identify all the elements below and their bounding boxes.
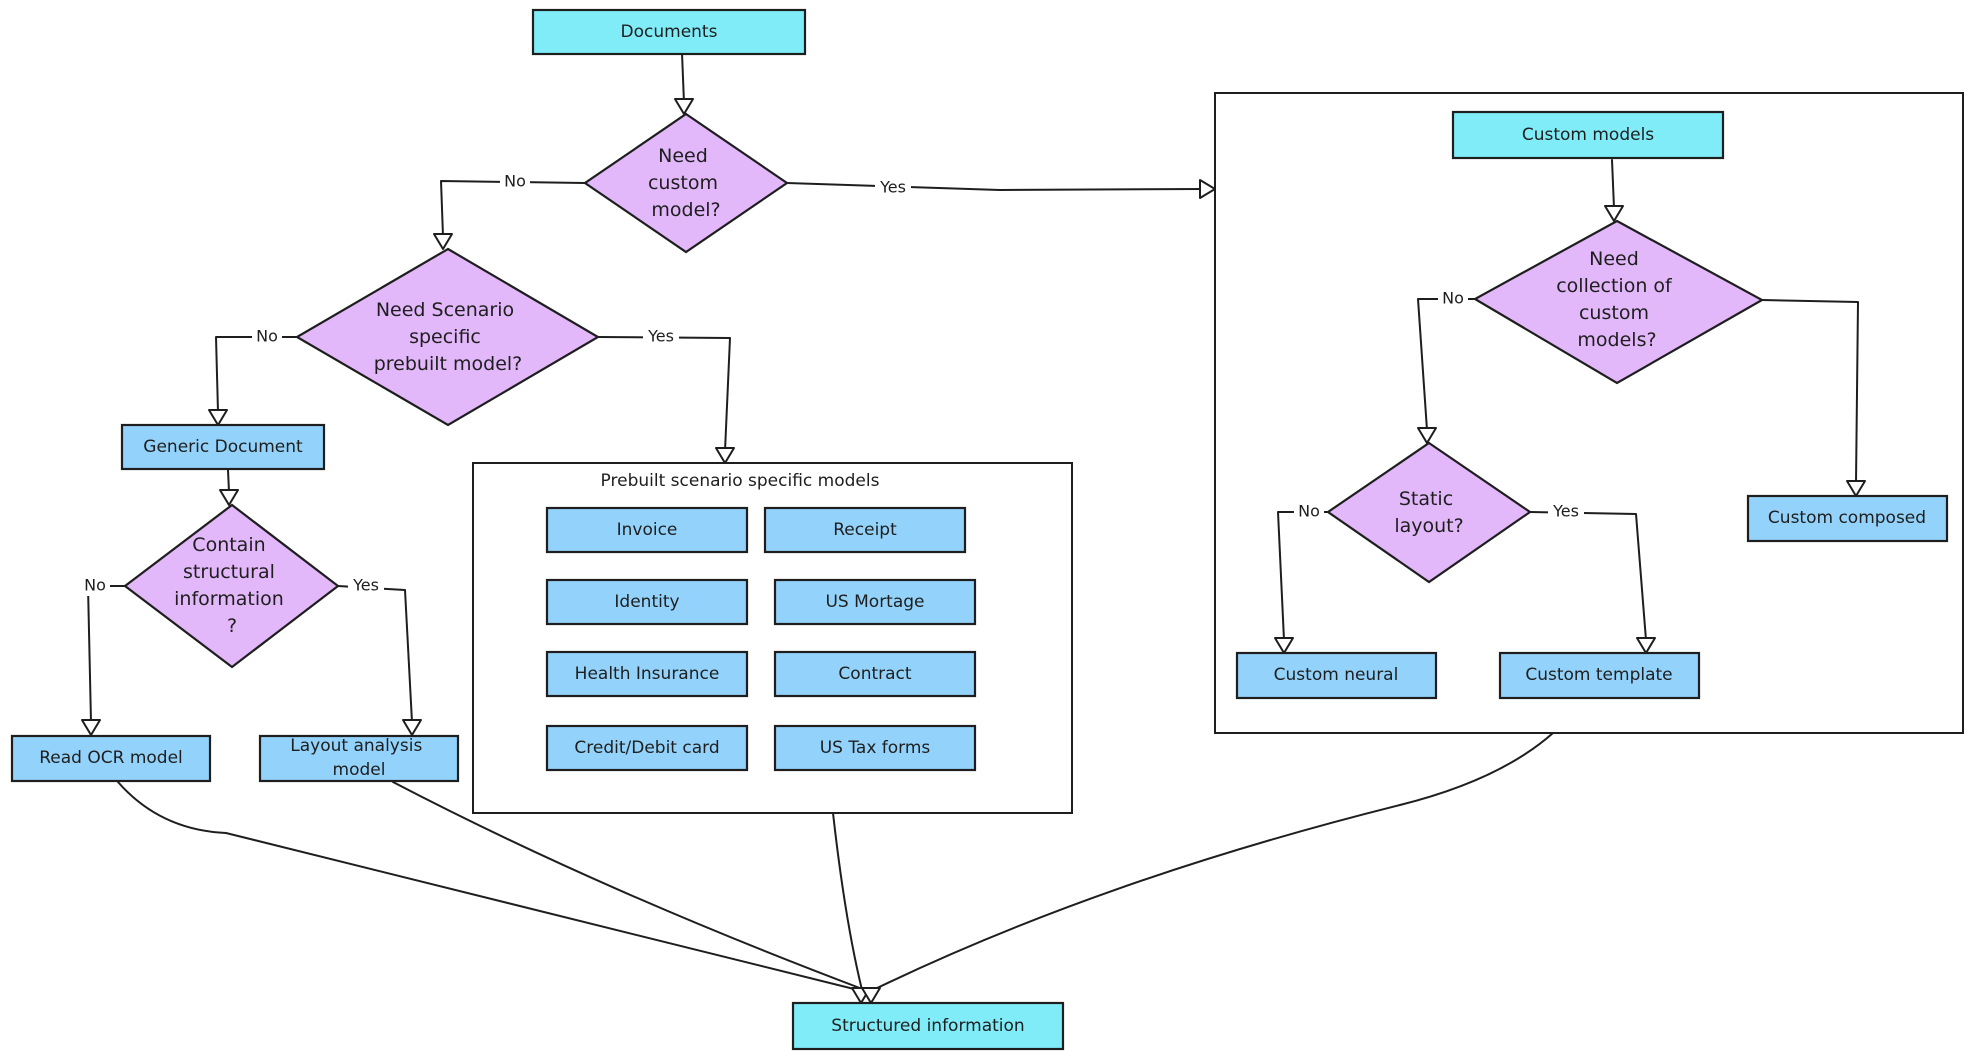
prebuilt-item-health-insurance[interactable] [545, 650, 749, 698]
prebuilt-item-credit-debit-card-label: Credit/Debit card [574, 738, 719, 758]
custom-neural-node[interactable] [1235, 651, 1438, 700]
custom-neural-label: Custom neural [1274, 665, 1399, 685]
layout-analysis-label: Layout analysis model [290, 736, 427, 780]
prebuilt-item-credit-debit-card[interactable] [545, 724, 749, 772]
custom-template-node[interactable] [1498, 651, 1701, 700]
prebuilt-models-grid: Invoice Receipt Identity US Mortage Heal… [545, 506, 977, 772]
custom-models-frame [1214, 92, 1964, 734]
arrowheads [81, 98, 1866, 1004]
prebuilt-item-contract[interactable] [773, 650, 977, 698]
edge-documents-to-need-custom [681, 52, 685, 104]
arrowhead-collection [1604, 205, 1624, 222]
prebuilt-item-identity-label: Identity [614, 592, 679, 612]
edge-label-collection-no: No [1442, 289, 1464, 308]
generic-document-node[interactable] [120, 423, 326, 471]
documents-node[interactable] [531, 8, 807, 56]
edge-custom-frame-to-structured [872, 732, 1554, 991]
edge-label-static-no: No [1298, 502, 1320, 521]
edge-generic-to-contain [227, 469, 230, 493]
prebuilt-item-receipt[interactable] [763, 506, 967, 554]
edge-layout-to-structured [392, 781, 866, 991]
static-layout-decision[interactable] [1326, 441, 1532, 584]
prebuilt-item-us-tax-forms-label: US Tax forms [820, 738, 931, 758]
read-ocr-node[interactable] [10, 734, 212, 783]
generic-document-label: Generic Document [143, 437, 303, 457]
edge-label-static-yes: Yes [1552, 502, 1579, 521]
arrowhead-contain [219, 489, 239, 506]
custom-template-label: Custom template [1525, 665, 1672, 685]
custom-models-label: Custom models [1522, 125, 1654, 145]
contain-structural-decision[interactable] [123, 503, 340, 669]
edge-need-custom-to-scenario [440, 180, 586, 237]
layout-analysis-node[interactable] [258, 734, 460, 783]
edge-collection-to-composed [1761, 299, 1859, 484]
arrowhead-structured-b [861, 987, 881, 1004]
need-custom-model-label: Need custom model? [648, 145, 724, 221]
arrowhead-prebuilt [715, 447, 735, 464]
prebuilt-item-health-insurance-label: Health Insurance [575, 664, 720, 684]
edge-contain-to-layout [337, 585, 413, 723]
arrowhead-generic [208, 409, 228, 426]
edge-contain-to-read-ocr [87, 585, 126, 723]
prebuilt-item-contract-label: Contract [838, 664, 911, 684]
edge-prebuilt-to-structured [832, 812, 863, 991]
edge-label-scenario-yes: Yes [647, 327, 674, 346]
edge-label-structural-yes: Yes [352, 576, 379, 595]
need-collection-label: Need collection of custom models? [1556, 248, 1678, 351]
custom-composed-node[interactable] [1746, 494, 1949, 543]
need-scenario-label: Need Scenario specific prebuilt model? [374, 299, 523, 375]
arrowhead-template [1636, 637, 1656, 654]
prebuilt-item-identity[interactable] [545, 578, 749, 626]
read-ocr-label: Read OCR model [39, 748, 183, 768]
edge-need-custom-to-custom-frame [786, 182, 1204, 191]
prebuilt-item-receipt-label: Receipt [833, 520, 897, 540]
edge-read-ocr-to-structured [117, 781, 859, 991]
need-collection-decision[interactable] [1472, 219, 1765, 385]
custom-composed-label: Custom composed [1768, 508, 1926, 528]
prebuilt-item-us-mortage-label: US Mortage [825, 592, 924, 612]
arrowhead-custom-frame [1199, 179, 1216, 199]
custom-models-node[interactable] [1451, 110, 1725, 160]
prebuilt-item-us-mortage[interactable] [773, 578, 977, 626]
edge-label-structural-no: No [84, 576, 106, 595]
prebuilt-item-us-tax-forms[interactable] [773, 724, 977, 772]
documents-label: Documents [621, 22, 718, 42]
prebuilt-item-invoice[interactable] [545, 506, 749, 554]
arrowhead-read-ocr [81, 719, 101, 736]
edge-custom-models-to-collection [1611, 159, 1615, 209]
edge-scenario-to-generic [215, 336, 298, 413]
structured-information-node[interactable] [791, 1001, 1065, 1051]
arrowhead-static [1417, 427, 1437, 444]
arrowhead-neural [1274, 637, 1294, 654]
edge-labels: No Yes No Yes No Yes No No Yes [80, 172, 1584, 596]
structured-information-label: Structured information [831, 1016, 1024, 1036]
static-layout-label: Static layout? [1394, 488, 1463, 537]
contain-structural-label: Contain structural information ? [174, 534, 290, 637]
arrowhead-layout [402, 719, 422, 736]
edge-label-custom-yes: Yes [879, 178, 906, 197]
arrowhead-scenario [433, 233, 453, 250]
prebuilt-frame-title: Prebuilt scenario specific models [601, 471, 880, 491]
edge-scenario-to-prebuilt [597, 336, 731, 452]
edge-label-custom-no: No [504, 172, 526, 191]
need-scenario-decision[interactable] [294, 247, 601, 427]
arrowhead-composed [1846, 480, 1866, 497]
arrowhead-need-custom [674, 98, 694, 115]
prebuilt-item-invoice-label: Invoice [617, 520, 678, 540]
edge-label-scenario-no: No [256, 327, 278, 346]
need-custom-model-decision[interactable] [583, 112, 789, 254]
